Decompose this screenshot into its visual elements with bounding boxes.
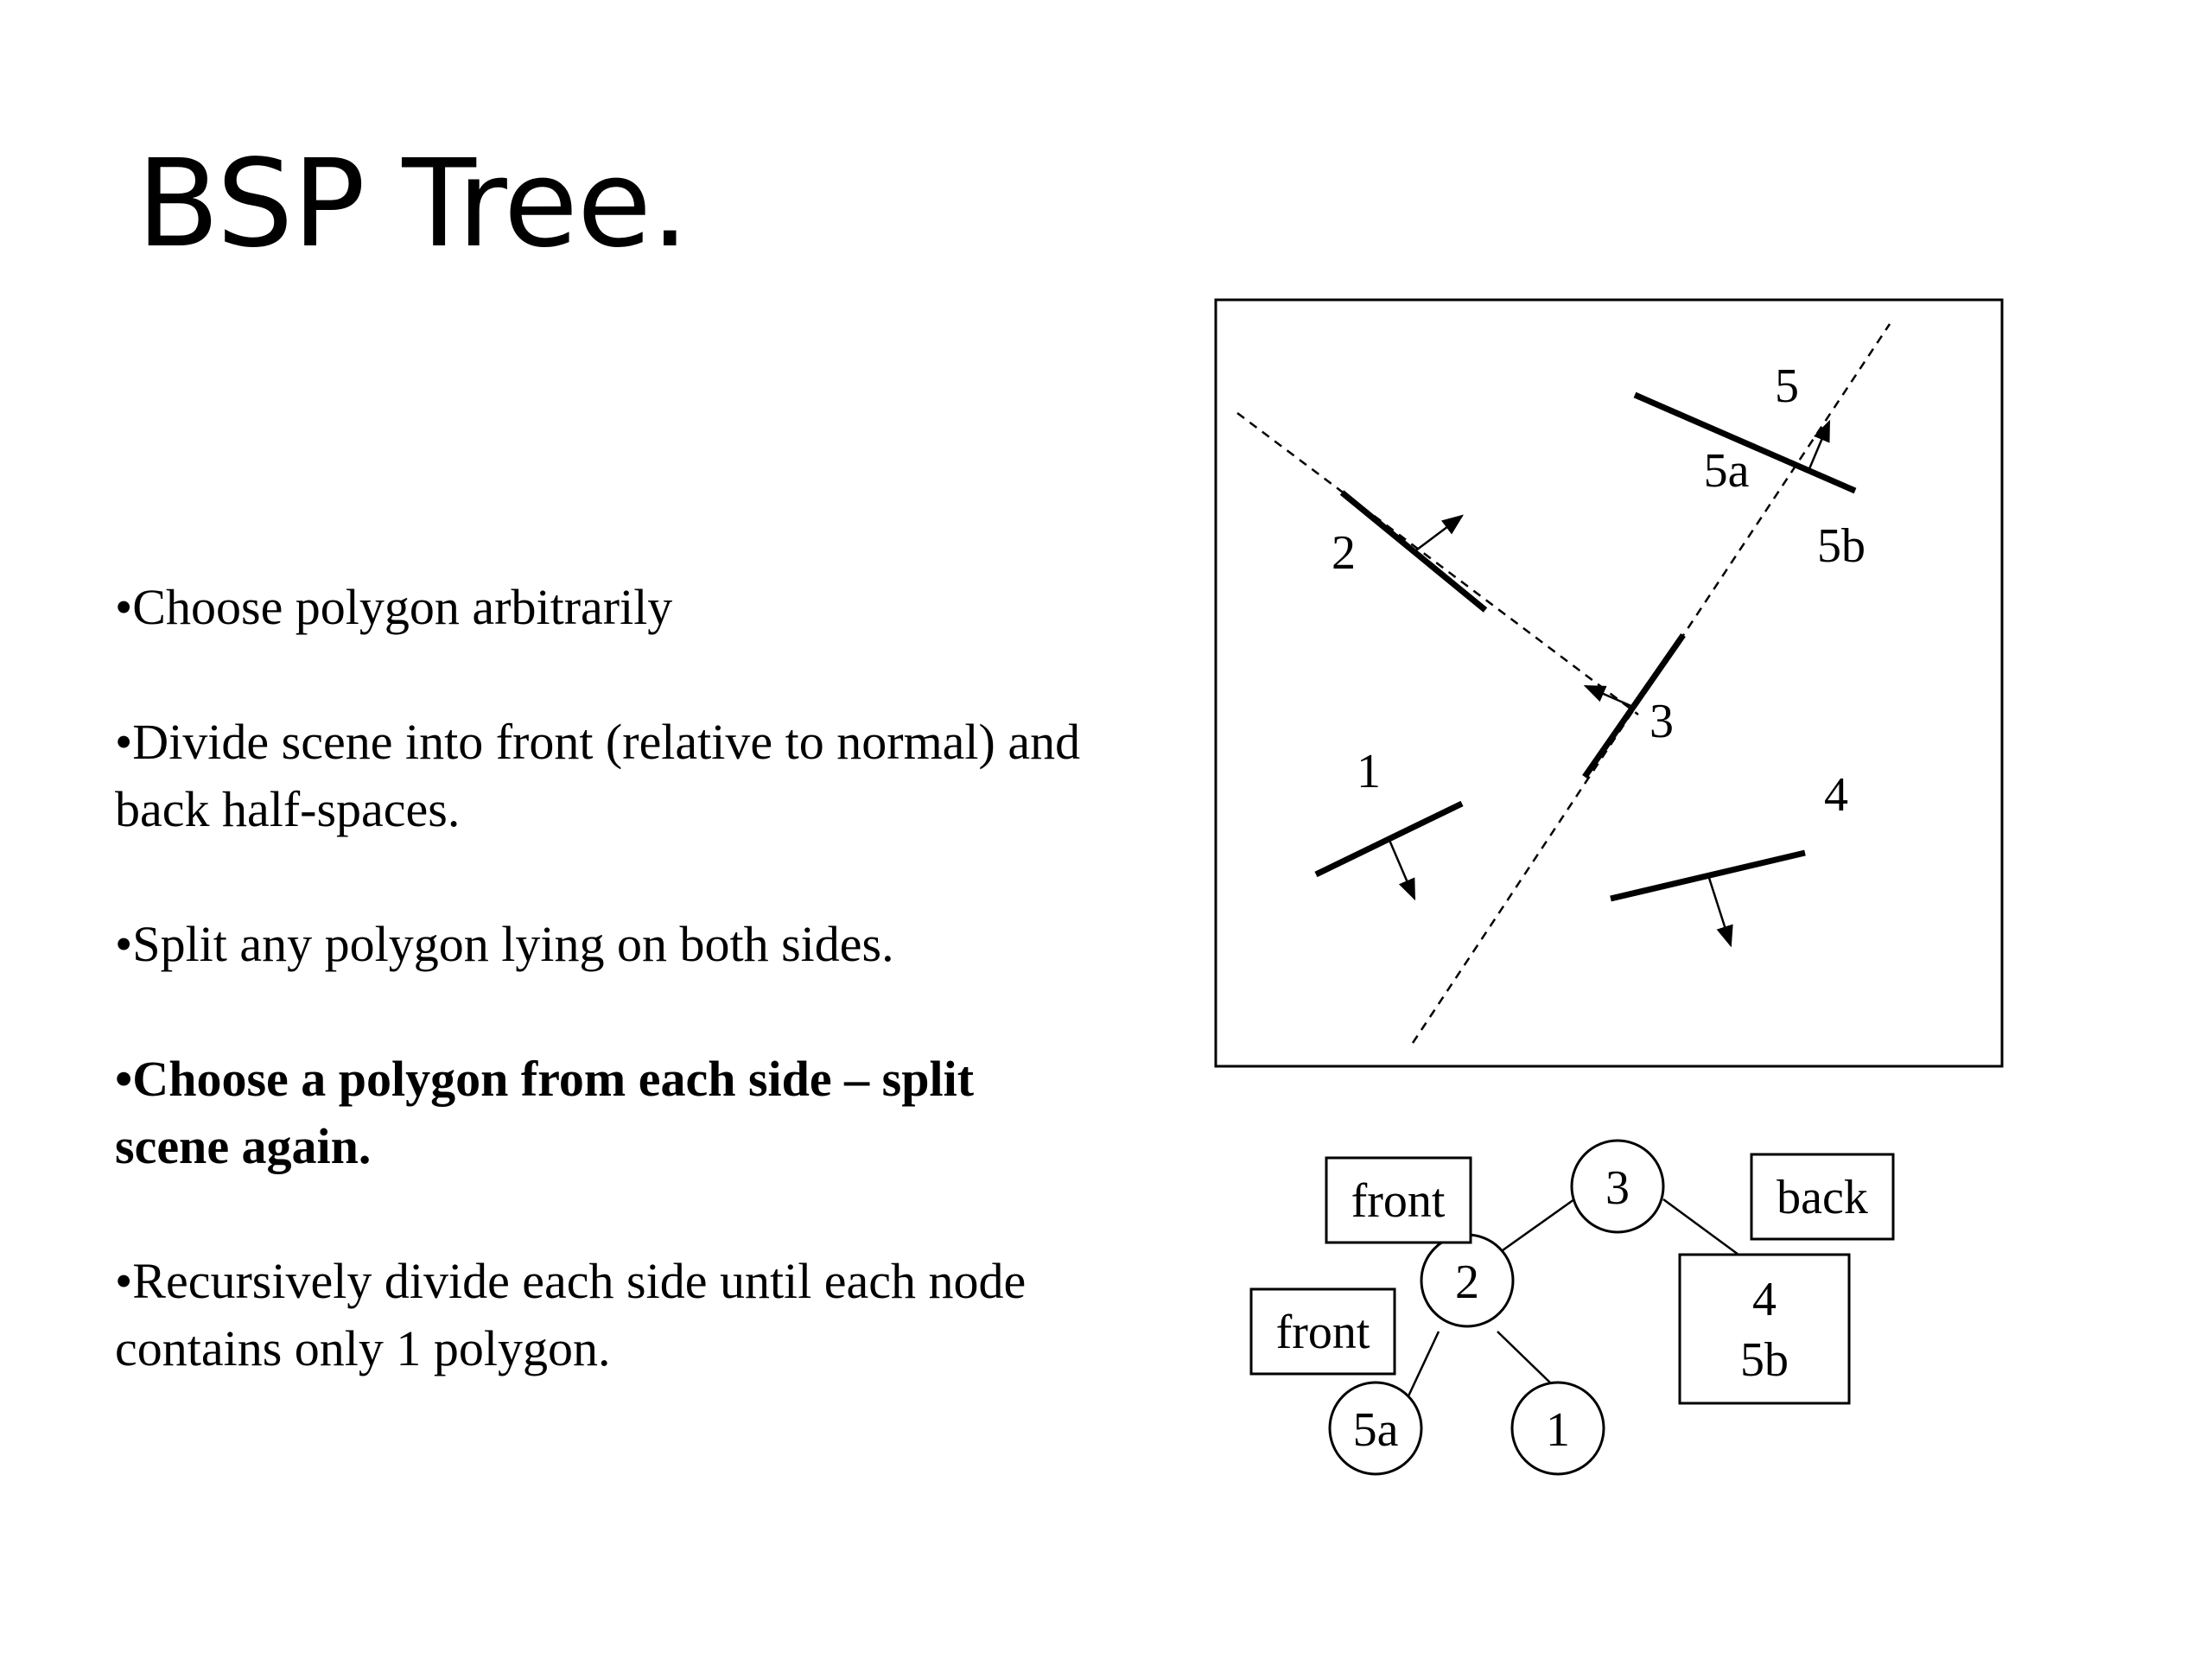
polygon-3 [1582, 633, 1686, 779]
tree-node-label-3: 3 [1605, 1161, 1630, 1215]
bullet-split-polygon: •Split any polygon lying on both sides. [115, 916, 894, 972]
bullet-recursively-divide: •Recursively divide each side until each… [115, 1253, 1027, 1376]
split-line-plane-2 [1236, 412, 1639, 715]
bullet-divide-scene: •Divide scene into front (relative to no… [115, 714, 1081, 837]
front-tag-bottom-box [1249, 1287, 1396, 1376]
tree-leaf-box [1678, 1253, 1851, 1405]
polygon-label-2: 2 [1332, 526, 1356, 580]
normal-arrow-5 [1807, 419, 1831, 472]
tree-node-5a [1328, 1381, 1423, 1476]
front-tag-top-box [1325, 1156, 1472, 1244]
bullet-choose-polygon: •Choose polygon arbitrarily [115, 579, 673, 635]
back-tag-label: back [1777, 1171, 1868, 1224]
bullet-list: •Choose polygon arbitrarily •Divide scen… [115, 574, 1100, 1450]
normal-arrow-2 [1413, 514, 1464, 553]
tree-node-1 [1510, 1381, 1605, 1476]
front-tag-top-label: front [1351, 1174, 1446, 1228]
split-line-plane-3 [1411, 323, 1891, 1044]
back-tag-box [1750, 1153, 1895, 1241]
tree-node-3 [1570, 1139, 1665, 1234]
bullet-choose-each-side: •Choose a polygon from each side – split… [115, 1051, 975, 1174]
front-tag-bottom-label: front [1276, 1306, 1370, 1359]
tree-edge-2-5a [1405, 1331, 1440, 1401]
polygon-5 [1633, 391, 1857, 494]
polygon-label-4: 4 [1824, 768, 1848, 822]
normal-arrow-4 [1707, 874, 1733, 948]
tree-leaf-label-4: 4 [1752, 1273, 1777, 1326]
tree-leaf-label-5b: 5b [1740, 1333, 1789, 1387]
tree-edge-3-2 [1496, 1198, 1575, 1256]
polygon-label-3: 3 [1649, 695, 1674, 748]
tree-node-label-2: 2 [1455, 1255, 1479, 1309]
slide-title: BSP Tree. [137, 134, 690, 275]
polygon-label-5a: 5a [1704, 444, 1750, 498]
normal-arrow-3 [1583, 684, 1634, 709]
polygon-label-5b: 5b [1817, 519, 1866, 573]
tree-edge-3-leaf-box [1662, 1198, 1739, 1256]
tree-edge-2-1 [1497, 1331, 1554, 1387]
tree-node-label-5a: 5a [1353, 1403, 1399, 1457]
scene-frame [1214, 298, 2004, 1068]
tree-node-label-1: 1 [1546, 1403, 1570, 1457]
polygon-label-1: 1 [1357, 745, 1381, 798]
normal-arrow-1 [1387, 837, 1416, 901]
polygon-label-5: 5 [1775, 359, 1799, 413]
